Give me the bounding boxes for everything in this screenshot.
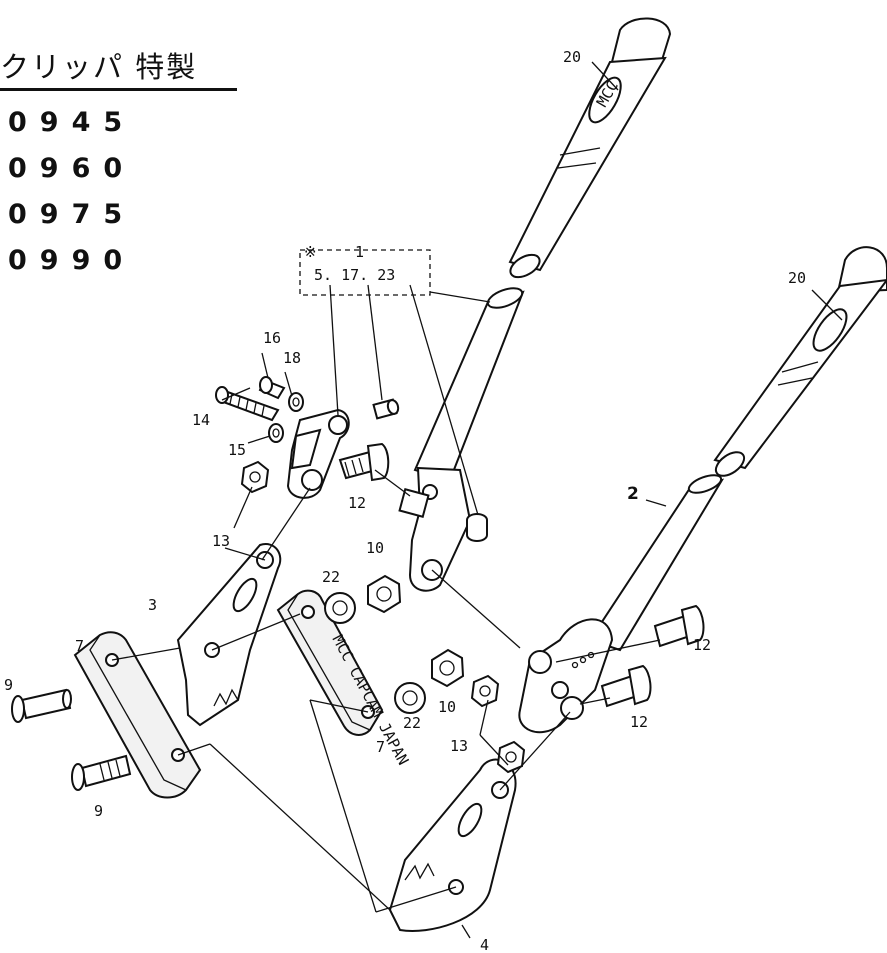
- label-22-upper: 22: [322, 568, 340, 586]
- nut-13-right-upper: [470, 674, 500, 708]
- plate-left: [73, 631, 202, 799]
- label-18: 18: [283, 349, 301, 367]
- label-2: 2: [627, 484, 639, 504]
- label-14: 14: [192, 411, 210, 429]
- lock-washer-22-upper: [324, 592, 356, 624]
- label-20-lower: 20: [788, 269, 806, 287]
- washer-15: [268, 423, 284, 443]
- label-13-upper: 13: [212, 532, 230, 550]
- label-9-upper: 9: [4, 676, 13, 694]
- arm-lower: [518, 474, 725, 734]
- handle-grip-upper: MCC: [508, 17, 672, 279]
- label-22-lower: 22: [403, 714, 421, 732]
- product-title: クリッパ 特製: [0, 50, 198, 84]
- label-15: 15: [228, 441, 246, 459]
- link-assembly: [286, 398, 400, 499]
- assembly-callout: [299, 249, 491, 303]
- label-4: 4: [480, 936, 489, 953]
- model-code: 0945: [8, 107, 136, 138]
- fastener-screw-16: [258, 376, 286, 400]
- label-13-lower: 13: [450, 737, 468, 755]
- bolt-12-right-upper: [653, 604, 705, 648]
- label-16: 16: [263, 329, 281, 347]
- bolt-12-right-lower: [600, 664, 652, 708]
- jaw-upper: [176, 543, 282, 727]
- label-12-right-lower: 12: [630, 713, 648, 731]
- nut-10-upper: [367, 574, 402, 614]
- arm-upper: [398, 287, 525, 592]
- label-20-upper: 20: [563, 48, 581, 66]
- assembly-subparts: 5. 17. 23: [314, 266, 395, 284]
- nut-13-upper: [240, 460, 270, 494]
- washer-18: [288, 392, 304, 412]
- bolt-9-upper: [11, 688, 72, 723]
- assembly-note-mark: ※: [304, 243, 317, 261]
- label-9-lower: 9: [94, 802, 103, 820]
- leader-lines: [111, 61, 843, 939]
- handle-grip-lower: [713, 246, 887, 477]
- nut-10-lower: [431, 648, 465, 688]
- label-7-right: 7: [376, 738, 385, 756]
- label-10-upper: 10: [366, 539, 384, 557]
- fastener-screw-14: [215, 386, 280, 422]
- model-code: 0975: [8, 199, 136, 230]
- model-code-list: 0945 0960 0975 0990: [8, 100, 135, 284]
- lock-washer-22-lower: [394, 682, 426, 714]
- label-3: 3: [148, 596, 157, 614]
- label-10-lower: 10: [438, 698, 456, 716]
- bolt-9-lower: [71, 754, 132, 791]
- jaw-lower: [388, 758, 517, 932]
- model-code: 0990: [8, 245, 136, 276]
- label-7-left: 7: [75, 637, 84, 655]
- title-underline: [0, 88, 237, 91]
- label-12-upper: 12: [348, 494, 366, 512]
- model-code: 0960: [8, 153, 136, 184]
- label-12-right-upper: 12: [693, 636, 711, 654]
- assembly-number: 1: [355, 243, 364, 261]
